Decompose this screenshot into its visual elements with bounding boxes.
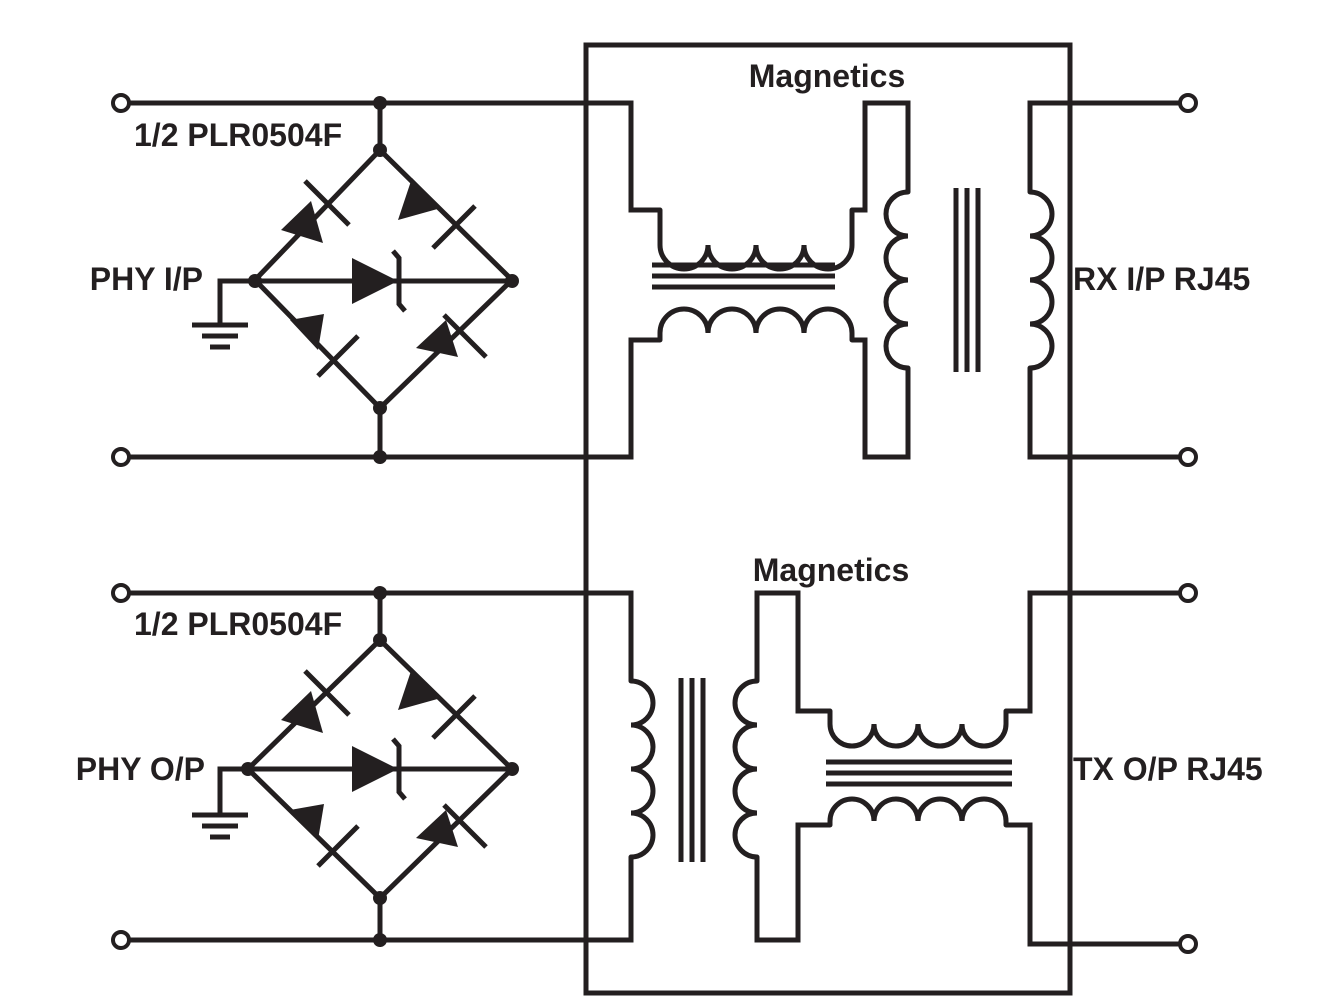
- terminal-tx-top: [1178, 583, 1198, 603]
- terminal-phy-ip-bottom: [111, 447, 131, 467]
- magnetics-bottom-label: Magnetics: [753, 552, 909, 588]
- bottom-rj45-upper-wire: [1006, 590, 1180, 714]
- bottom-diode-upper-left: [281, 669, 351, 733]
- phy-output-label: PHY O/P: [76, 751, 205, 787]
- terminal-rx-bottom: [1178, 447, 1198, 467]
- top-rj45-lower-wire: [1027, 368, 1180, 460]
- bottom-rj45-lower-wire: [1006, 822, 1180, 947]
- rx-rj45-label: RX I/P RJ45: [1073, 261, 1250, 297]
- bottom-phy-wire: [217, 766, 248, 815]
- bottom-lower-wire: [129, 857, 634, 943]
- top-diode-upper-left: [281, 179, 351, 243]
- top-bridge-upper: [852, 100, 911, 213]
- bottom-h-lower-winding: [827, 796, 1009, 828]
- top-rj45-upper-wire: [1027, 100, 1180, 192]
- bottom-diode-bridge: [192, 586, 519, 947]
- protector-top-label: 1/2 PLR0504F: [134, 117, 342, 153]
- bottom-diode-lower-left: [290, 804, 360, 868]
- bottom-h-upper-winding: [827, 708, 1009, 749]
- bottom-v-secondary-winding: [732, 678, 760, 860]
- terminal-rx-top: [1178, 93, 1198, 113]
- bottom-channel: [129, 590, 1180, 947]
- terminals: [111, 93, 1198, 954]
- top-choke-right-winding: [1027, 189, 1055, 371]
- magnetics-top-label: Magnetics: [749, 58, 905, 94]
- terminal-phy-ip-top: [111, 93, 131, 113]
- bottom-zener-diode: [352, 737, 407, 801]
- bottom-diode-upper-right: [398, 668, 477, 740]
- top-zener-diode: [352, 249, 407, 313]
- bottom-diode-lower-right: [416, 803, 488, 849]
- bottom-upper-wire: [129, 590, 634, 681]
- protector-bottom-label: 1/2 PLR0504F: [134, 606, 342, 642]
- top-choke-left-winding: [883, 189, 911, 371]
- terminal-phy-op-top: [111, 583, 131, 603]
- tx-rj45-label: TX O/P RJ45: [1073, 751, 1263, 787]
- top-lower-wire: [129, 337, 660, 460]
- top-phy-wire: [217, 278, 255, 325]
- terminal-phy-op-bottom: [111, 930, 131, 950]
- magnetics-box: [583, 42, 1073, 996]
- top-diode-lower-left: [290, 314, 360, 378]
- bottom-bridge-lower: [754, 822, 830, 943]
- phy-input-label: PHY I/P: [90, 261, 203, 297]
- top-bridge-lower: [852, 337, 911, 460]
- bottom-v-primary-winding: [628, 678, 656, 860]
- top-diode-lower-right: [416, 313, 488, 359]
- top-diode-upper-right: [398, 178, 477, 250]
- terminal-tx-bottom: [1178, 934, 1198, 954]
- top-diode-bridge: [192, 96, 519, 464]
- top-secondary-winding: [657, 306, 855, 343]
- top-primary-winding: [657, 207, 855, 272]
- bottom-bridge-upper: [754, 590, 830, 714]
